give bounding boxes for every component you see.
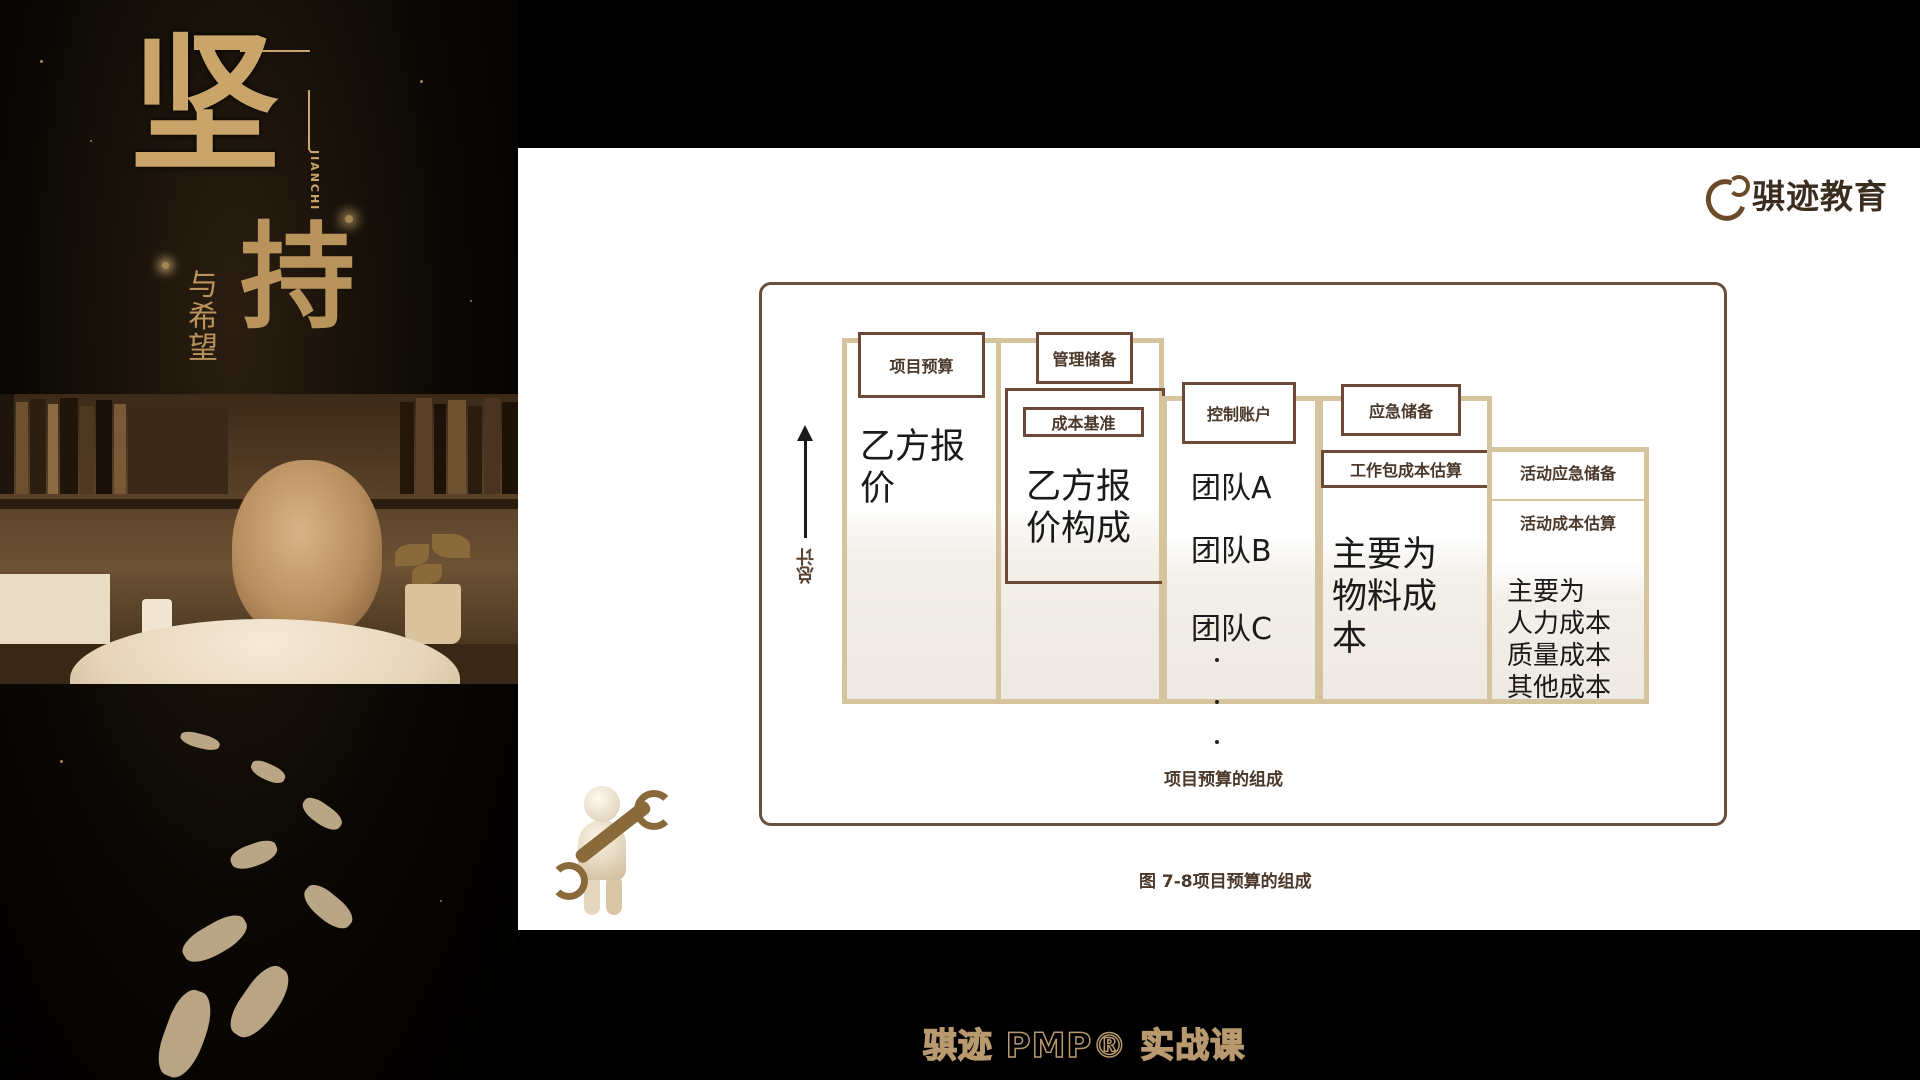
ellipsis-dot	[1215, 740, 1219, 744]
poster-subtitle: 与希望	[188, 268, 218, 366]
column-control-account	[1162, 396, 1320, 704]
column-contingency-reserve	[1318, 396, 1492, 704]
diagram-frame	[759, 282, 1727, 826]
column-body-text: 乙方报价构成	[1026, 467, 1132, 549]
sparkle	[60, 760, 63, 763]
presentation-slide: 骐迹教育 总计 项目预算 乙方报价 管理储备 成本基准 乙方报价构成 控制账户 …	[518, 148, 1920, 930]
book	[0, 394, 14, 494]
tag-project-budget: 项目预算	[858, 332, 985, 398]
wrench-figure-illustration	[548, 780, 674, 920]
tag-control-account: 控制账户	[1182, 382, 1296, 444]
book	[48, 404, 58, 494]
book-stack	[0, 574, 110, 644]
poster-latin-text: JIANCHI	[308, 150, 321, 212]
book	[60, 398, 78, 494]
book	[484, 398, 500, 494]
webcam-video	[0, 394, 518, 684]
footprint	[248, 757, 288, 787]
column-body-text: 主要为 人力成本 质量成本 其他成本	[1507, 577, 1612, 703]
tag-cost-baseline: 成本基准	[1023, 407, 1144, 437]
brand-name: 骐迹教育	[1752, 177, 1888, 216]
ellipsis-dot	[1215, 700, 1219, 704]
book	[416, 398, 432, 494]
book	[448, 400, 466, 494]
divider	[1490, 499, 1646, 501]
footprint	[177, 908, 253, 970]
sparkle	[90, 140, 92, 142]
poster-divider	[240, 50, 310, 52]
team-item: 团队C	[1191, 612, 1272, 647]
tag-activity-cost-estimate: 活动成本估算	[1519, 514, 1616, 533]
sparkle	[345, 215, 353, 223]
book	[434, 404, 446, 494]
footprint	[178, 729, 222, 753]
column-body-text: 主要为物料成本	[1332, 535, 1438, 659]
book	[114, 404, 126, 494]
plant-leaf	[432, 534, 470, 558]
book	[80, 406, 94, 494]
tag-work-package-estimate: 工作包成本估算	[1321, 450, 1491, 488]
tag-management-reserve: 管理储备	[1036, 332, 1133, 384]
column-activity-contingency	[1487, 447, 1649, 704]
book	[502, 402, 518, 494]
axis-total-label: 总计	[796, 548, 817, 584]
presenter-body	[70, 619, 460, 684]
course-title: 骐迹 PMP® 实战课	[922, 1025, 1246, 1067]
presenter-head	[232, 460, 382, 640]
poster-divider	[308, 90, 310, 150]
footprint	[298, 879, 358, 935]
brand-logo: 骐迹教育	[1698, 170, 1888, 228]
team-item: 团队B	[1191, 534, 1272, 569]
qiji-logo-icon	[1698, 172, 1754, 228]
book	[128, 408, 228, 494]
plant-leaf	[395, 544, 429, 566]
tag-contingency-reserve: 应急储备	[1341, 384, 1461, 436]
footprint	[227, 836, 281, 874]
sparkle	[420, 80, 423, 83]
sparkle	[162, 262, 169, 269]
poster-title-char-2: 持	[240, 210, 356, 345]
diagram-caption: 项目预算的组成	[1164, 770, 1283, 790]
poster-title-char-1: 坚	[130, 17, 281, 193]
ellipsis-dot	[1215, 658, 1219, 662]
tag-activity-contingency: 活动应急储备	[1519, 464, 1616, 483]
plant-pot	[405, 584, 461, 644]
team-item: 团队A	[1191, 471, 1272, 506]
book	[30, 399, 46, 494]
poster-title: 坚 持 与希望 JIANCHI	[130, 30, 370, 390]
sparkle	[40, 60, 43, 63]
arrow-up-icon	[797, 425, 813, 441]
book	[16, 402, 28, 494]
footprint	[298, 793, 346, 835]
arrow-line	[804, 438, 807, 538]
sparkle	[440, 900, 442, 902]
book	[468, 406, 482, 494]
figure-caption: 图 7-8项目预算的组成	[1139, 872, 1312, 892]
column-body-text: 乙方报价	[860, 427, 966, 509]
book	[400, 402, 414, 494]
left-decorative-panel: 坚 持 与希望 JIANCHI	[0, 0, 518, 1080]
book	[96, 400, 112, 494]
sparkle	[470, 300, 472, 302]
plant-leaf	[412, 564, 442, 584]
